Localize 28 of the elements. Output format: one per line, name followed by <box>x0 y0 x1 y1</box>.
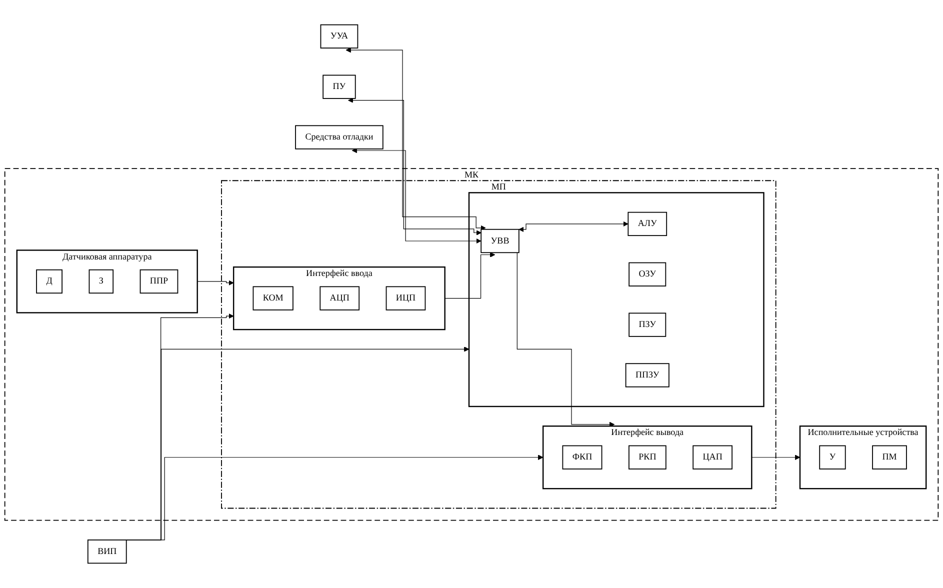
node-box: ИЦП <box>386 286 426 310</box>
arrow <box>197 280 234 286</box>
node-box: ОЗУ <box>628 262 666 286</box>
arrow <box>518 221 628 232</box>
node-box: У <box>819 445 846 470</box>
node-box: ВИП <box>87 540 127 564</box>
node-box: РКП <box>628 445 666 470</box>
node-box: Средства отладки <box>295 125 384 150</box>
node-box: ПУ <box>322 74 356 99</box>
node-box: ЦАП <box>692 445 732 470</box>
arrow <box>346 47 486 231</box>
node-box: ПМ <box>872 445 907 470</box>
node-box: ПЗУ <box>628 312 666 337</box>
arrow <box>352 148 482 244</box>
node-box: Д <box>36 269 62 294</box>
node-box: З <box>88 269 114 294</box>
node-box: КОМ <box>252 286 294 310</box>
node-box: АЦП <box>320 286 360 310</box>
node-box: ППР <box>140 269 178 294</box>
arrow <box>444 252 496 299</box>
node-box: АЛУ <box>628 212 668 236</box>
cluster <box>468 192 764 408</box>
node-box: УВВ <box>480 228 520 254</box>
node-box: УУА <box>320 24 358 48</box>
node-box: ФКП <box>562 445 602 470</box>
arrow <box>751 454 800 460</box>
node-box: ППЗУ <box>625 363 670 388</box>
arrow <box>348 98 482 236</box>
